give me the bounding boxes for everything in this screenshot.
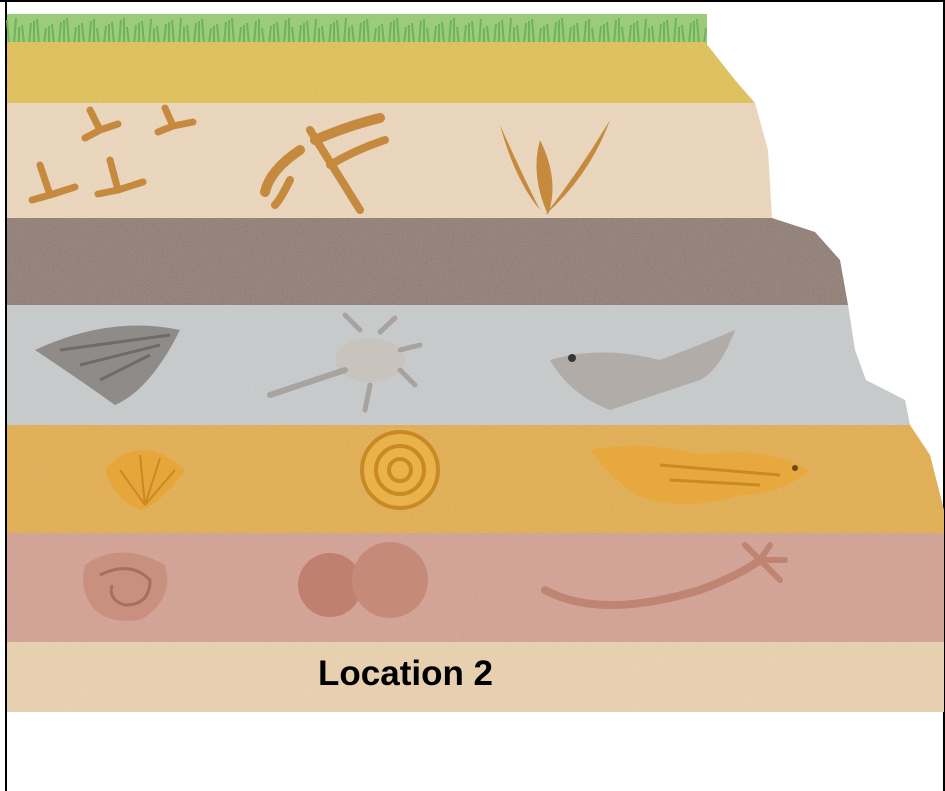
ammonite-icon — [362, 432, 438, 508]
grass-strip — [7, 14, 707, 44]
dark-brown-layer — [7, 218, 848, 305]
location-label: Location 2 — [318, 650, 530, 698]
yellow-layer — [7, 42, 755, 103]
cream-layer — [7, 103, 772, 218]
